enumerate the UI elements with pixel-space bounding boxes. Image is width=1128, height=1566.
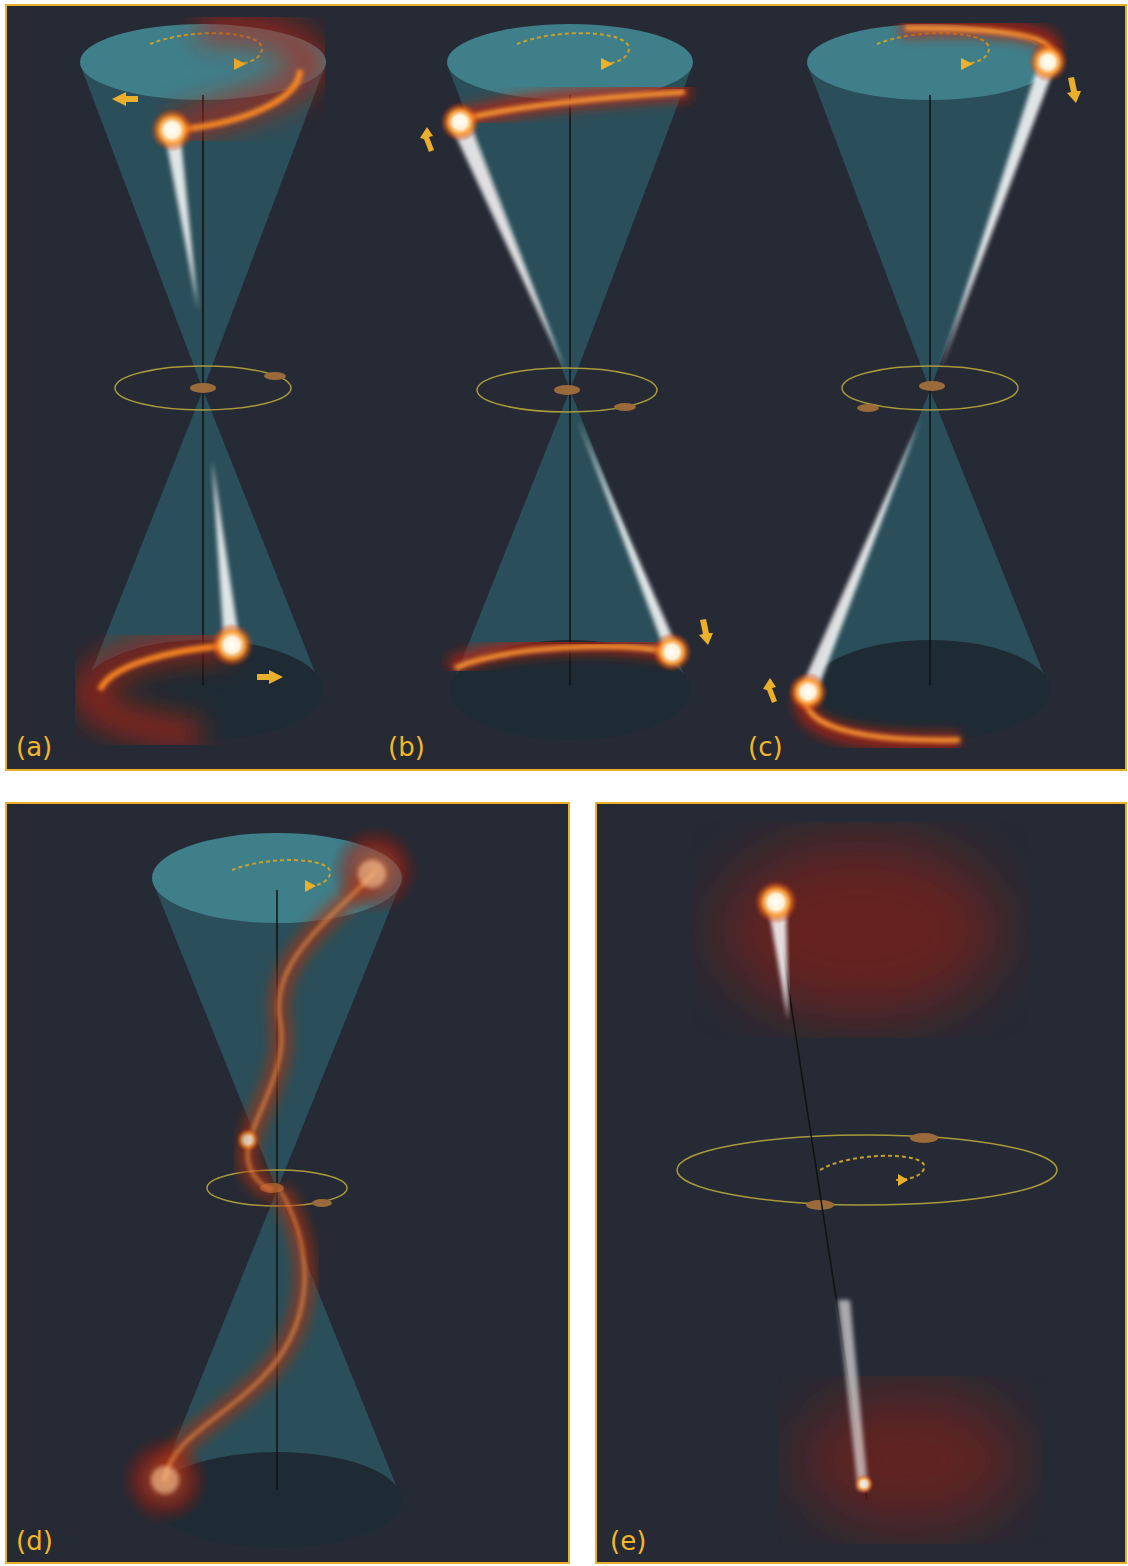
cone <box>152 833 402 1548</box>
jet <box>788 27 1068 742</box>
panel-label: (e) <box>610 1526 646 1556</box>
panel-label: (b) <box>388 732 425 762</box>
jet <box>440 90 692 672</box>
panel <box>6 5 1126 770</box>
motion-arrow <box>112 77 1081 703</box>
panel-label: (a) <box>16 732 52 762</box>
panel <box>6 803 569 1563</box>
cone <box>447 24 693 740</box>
panel-label: (c) <box>748 732 783 762</box>
cone <box>80 24 326 740</box>
jet <box>90 27 311 735</box>
binary-orbit <box>115 366 1057 1210</box>
jet <box>120 825 420 1525</box>
panel-label: (d) <box>16 1526 53 1556</box>
jet <box>720 840 1020 1530</box>
cone <box>807 24 1053 740</box>
panel <box>596 803 1126 1563</box>
